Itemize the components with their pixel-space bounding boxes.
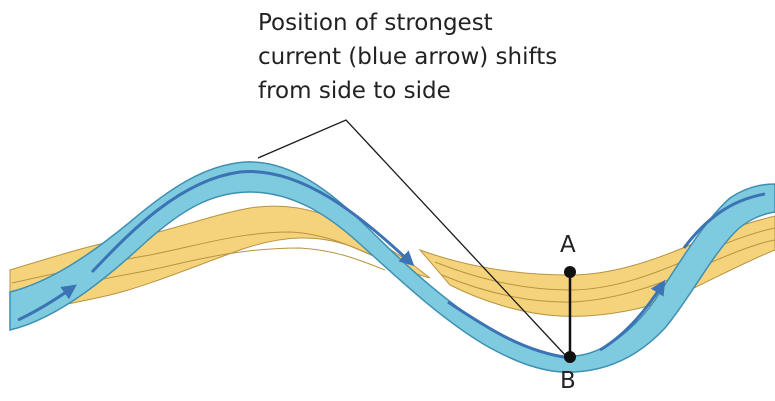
point-a-label: A <box>560 232 576 258</box>
sediment-layer-line <box>441 239 775 303</box>
sediment-deposit-left <box>9 205 431 313</box>
point-b-label: B <box>560 368 576 394</box>
current-arrow <box>682 192 766 249</box>
current-arrow <box>17 284 77 322</box>
annotation-line: from side to side <box>258 78 451 104</box>
annotation-line: Position of strongest <box>258 10 493 36</box>
point-b-marker <box>564 351 576 363</box>
leader-line <box>257 119 567 357</box>
current-arrow <box>90 170 415 274</box>
annotation-text: Position of strongest current (blue arro… <box>258 6 678 108</box>
current-arrow <box>599 279 666 352</box>
sediment-layer-line <box>434 227 775 291</box>
annotation-line: current (blue arrow) shifts <box>258 44 558 70</box>
point-a-marker <box>564 266 576 278</box>
current-arrow <box>447 300 571 360</box>
river-channel <box>9 161 775 373</box>
